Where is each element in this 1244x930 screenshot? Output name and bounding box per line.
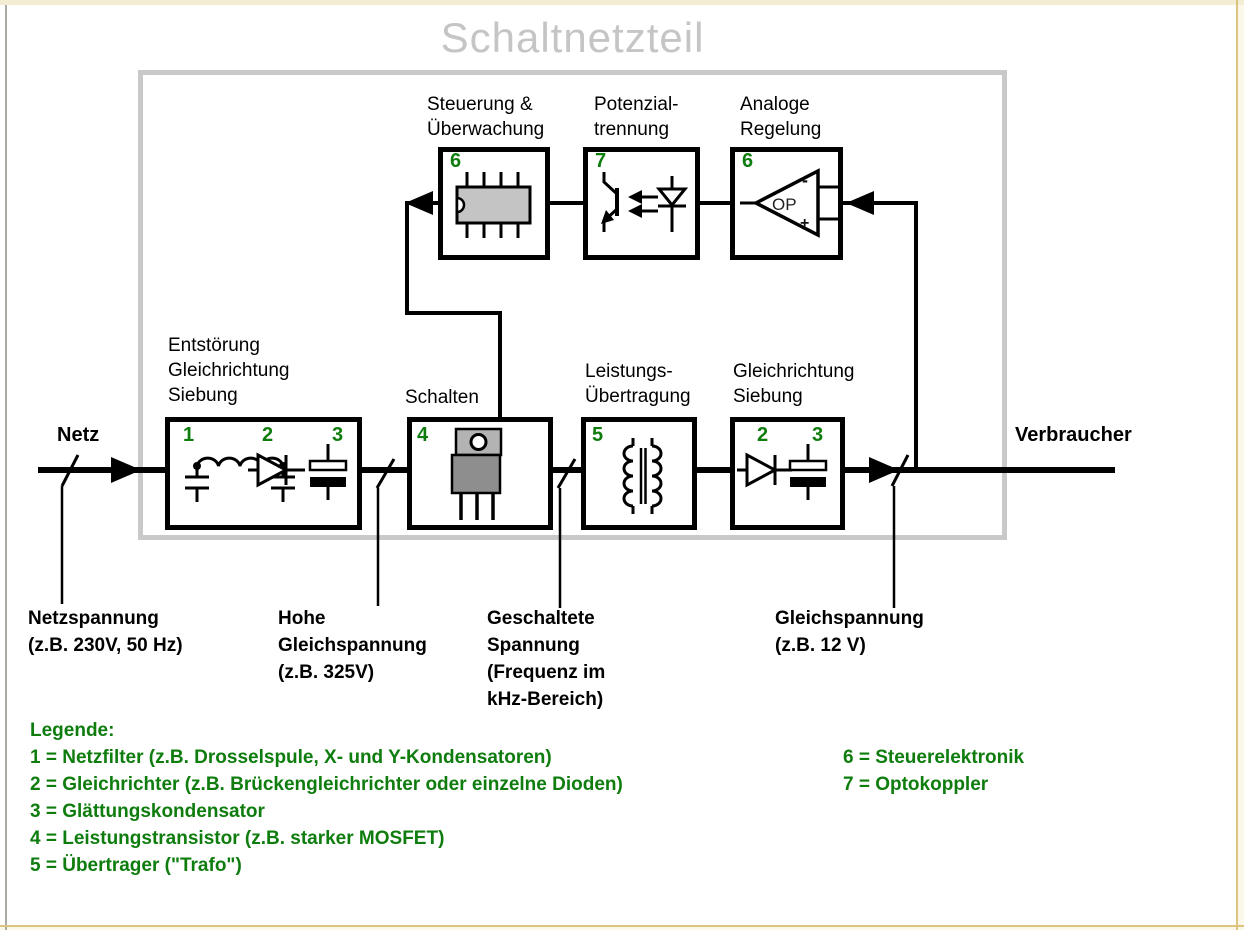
annotation-hohe-gleichspannung: Hohe Gleichspannung (z.B. 325V): [278, 608, 427, 683]
block-number: 4: [417, 424, 429, 446]
block-number: 6: [450, 150, 462, 172]
page-edge-bottom-line: [0, 925, 1244, 927]
page-edge-right: [1238, 0, 1244, 930]
block-number: 3: [812, 424, 824, 446]
block-schalten: [407, 417, 553, 530]
legend-item-1: 1 = Netzfilter (z.B. Drosselspule, X- un…: [30, 747, 552, 768]
flow-arrow-input: [111, 457, 141, 483]
page-edge-left-line: [5, 5, 7, 930]
block-number: 6: [742, 150, 754, 172]
page-edge-right-line: [1236, 0, 1238, 930]
label-gleichrichtung-siebung: Gleichrichtung Siebung: [733, 361, 855, 407]
outer-frame: [138, 70, 1007, 540]
legend-item-3: 3 = Glättungskondensator: [30, 801, 265, 822]
legend-heading: Legende:: [30, 720, 115, 741]
annotation-geschaltete-spannung: Geschaltete Spannung (Frequenz im kHz-Be…: [487, 608, 606, 710]
legend-item-5: 5 = Übertrager ("Trafo"): [30, 855, 242, 876]
diagram-title: Schaltnetzteil: [440, 14, 705, 61]
output-label: Verbraucher: [1015, 424, 1132, 446]
label-analoge-regelung: Analoge Regelung: [740, 94, 822, 140]
block-number: 7: [595, 150, 607, 172]
input-label: Netz: [57, 424, 100, 446]
page-edge-top: [0, 0, 1244, 5]
label-steuerung: Steuerung & Überwachung: [427, 94, 545, 140]
legend-item-2: 2 = Gleichrichter (z.B. Brückengleichric…: [30, 774, 623, 795]
block-number: 1: [183, 424, 195, 446]
block-number: 2: [262, 424, 274, 446]
legend-item-6: 6 = Steuerelektronik: [843, 747, 1025, 768]
page-edge-bottom: [0, 927, 1244, 930]
block-leistungsuebertragung: [581, 417, 697, 530]
label-leistungsuebertragung: Leistungs- Übertragung: [585, 361, 691, 407]
legend-item-7: 7 = Optokoppler: [843, 774, 989, 795]
label-potenzialtrennung: Potenzial- trennung: [594, 94, 679, 140]
block-number: 5: [592, 424, 604, 446]
block-number: 3: [332, 424, 344, 446]
label-schalten: Schalten: [405, 387, 479, 408]
label-entstoerung: Entstörung Gleichrichtung Siebung: [168, 335, 290, 406]
annotation-gleichspannung: Gleichspannung (z.B. 12 V): [775, 608, 924, 656]
legend-item-4: 4 = Leistungstransistor (z.B. starker MO…: [30, 828, 445, 849]
block-gleichrichtung-siebung: [730, 417, 845, 530]
block-number: 2: [757, 424, 769, 446]
annotation-netzspannung: Netzspannung (z.B. 230V, 50 Hz): [28, 608, 183, 656]
